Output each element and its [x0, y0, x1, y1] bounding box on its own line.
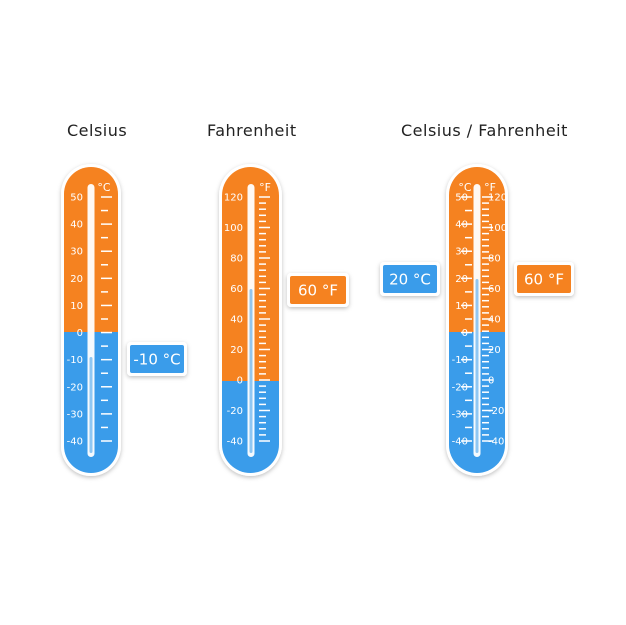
celsius-tick-label: -10 [67, 355, 83, 366]
celsius-tick-label: 10 [70, 301, 83, 312]
celsius-reading-badge-text: -10 °C [133, 351, 180, 369]
fahrenheit-tick-label: 80 [230, 254, 243, 265]
dual-celsius-reading-badge-fill [383, 265, 437, 293]
celsius-tick-label: 30 [70, 247, 83, 258]
dual-celsius-tick-label: 30 [455, 247, 468, 258]
dual-fahrenheit-tick-label: 100 [488, 223, 507, 234]
celsius-unit-label: °C [97, 181, 111, 194]
celsius-tick-label: 50 [70, 193, 83, 204]
fahrenheit-title: Fahrenheit [207, 121, 297, 140]
dual-fahrenheit-tick-label: -20 [488, 406, 504, 417]
dual-celsius-tick-label: -30 [452, 409, 468, 420]
fahrenheit-reading-badge-text: 60 °F [298, 282, 338, 300]
dual-fahrenheit-tick-label: 120 [488, 193, 507, 204]
fahrenheit-unit-label: °F [259, 181, 271, 194]
dual-celsius-reading-badge-text: 20 °C [389, 271, 431, 289]
celsius-tick-label: 20 [70, 274, 83, 285]
celsius-title: Celsius [67, 121, 128, 140]
fahrenheit-tick-label: 0 [237, 376, 243, 387]
celsius-reading-badge-fill [130, 345, 184, 373]
dual-fahrenheit-reading-badge: 60 °F [514, 262, 574, 296]
celsius-tick-label: -30 [67, 409, 83, 420]
fahrenheit-tick-label: -20 [227, 406, 243, 417]
dual-fahrenheit-tick-label: -40 [488, 437, 504, 448]
dual-celsius-unit-label: °C [458, 181, 472, 194]
dual-fahrenheit-tick-label: 80 [488, 254, 501, 265]
celsius-tick-label: 40 [70, 220, 83, 231]
celsius-tick-label: -20 [67, 382, 83, 393]
dual-fahrenheit-tick-label: 60 [488, 284, 501, 295]
fahrenheit-tick-label: 100 [224, 223, 243, 234]
dual-fahrenheit-tick-label: 0 [488, 376, 494, 387]
celsius-tube [87, 184, 95, 457]
dual-fahrenheit-reading-badge-fill [517, 265, 571, 293]
dual-fahrenheit-tick-label: 20 [488, 345, 501, 356]
dual-celsius-tick-label: 50 [455, 193, 468, 204]
dual-fahrenheit-unit-label: °F [484, 181, 496, 194]
dual-celsius-tick-label: 40 [455, 220, 468, 231]
dual-celsius-tick-label: 20 [455, 274, 468, 285]
fahrenheit-mercury [249, 289, 253, 453]
dual-celsius-reading-badge: 20 °C [380, 262, 440, 296]
fahrenheit-reading-badge: 60 °F [287, 273, 349, 307]
fahrenheit-tick-label: 120 [224, 193, 243, 204]
celsius-mercury [89, 357, 93, 453]
celsius-tick-label: 0 [77, 328, 83, 339]
dual-mercury [475, 279, 479, 453]
fahrenheit-reading-badge-fill [290, 276, 346, 304]
celsius-tick-label: -40 [67, 437, 83, 448]
celsius-fahrenheit-title: Celsius / Fahrenheit [401, 121, 568, 140]
dual-celsius-tick-label: -10 [452, 355, 468, 366]
dual-celsius-tick-label: 0 [462, 328, 468, 339]
dual-celsius-tick-label: -20 [452, 382, 468, 393]
dual-celsius-tick-label: -40 [452, 437, 468, 448]
celsius-reading-badge: -10 °C [127, 342, 187, 376]
fahrenheit-tick-label: 40 [230, 315, 243, 326]
fahrenheit-tick-label: 20 [230, 345, 243, 356]
dual-fahrenheit-tick-label: 40 [488, 315, 501, 326]
dual-fahrenheit-reading-badge-text: 60 °F [524, 271, 564, 289]
fahrenheit-tick-label: 60 [230, 284, 243, 295]
dual-celsius-tick-label: 10 [455, 301, 468, 312]
fahrenheit-tick-label: -40 [227, 437, 243, 448]
